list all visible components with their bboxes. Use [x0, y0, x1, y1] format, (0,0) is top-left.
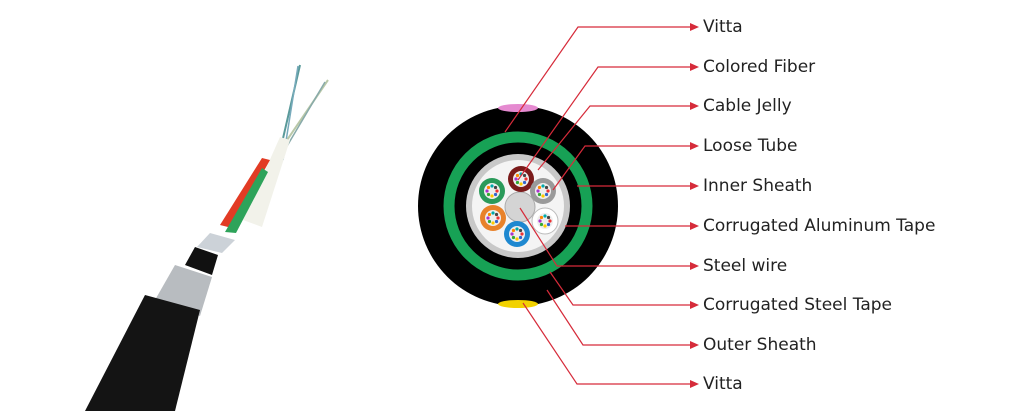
colored-fiber	[546, 222, 551, 227]
cross-section	[418, 104, 618, 308]
leader-line	[517, 66, 692, 181]
colored-fiber	[511, 228, 516, 233]
arrow-head-icon	[690, 341, 699, 349]
colored-fiber	[541, 194, 545, 198]
leader-line	[549, 271, 692, 306]
arrow-head-icon	[690, 380, 699, 388]
colored-fiber	[518, 235, 523, 240]
colored-fiber	[524, 177, 528, 181]
colored-fiber	[537, 192, 542, 197]
colored-fiber	[493, 185, 498, 190]
leader-line	[552, 145, 692, 191]
colored-fiber	[494, 219, 499, 224]
colored-fiber	[518, 228, 523, 233]
colored-fiber	[514, 177, 518, 181]
arrow-head-icon	[690, 262, 699, 270]
colored-fiber	[520, 232, 524, 236]
component-label: Vitta	[703, 17, 743, 37]
arrow-head-icon	[690, 102, 699, 110]
component-label: Vitta	[703, 374, 743, 394]
steel-wire	[504, 191, 536, 223]
leader-line	[522, 302, 692, 385]
colored-fiber	[538, 219, 542, 223]
colored-fiber	[511, 235, 516, 240]
colored-fiber	[543, 224, 547, 228]
component-label: Cable Jelly	[703, 96, 792, 116]
colored-fiber	[519, 182, 523, 186]
colored-fiber	[495, 189, 499, 193]
colored-fiber	[486, 216, 490, 220]
leader-line	[519, 207, 692, 267]
colored-fiber	[548, 219, 552, 223]
component-label: Steel wire	[703, 256, 788, 276]
colored-fiber	[485, 189, 489, 193]
colored-fiber	[490, 194, 494, 198]
colored-fiber	[487, 212, 492, 217]
colored-fiber	[522, 180, 527, 185]
arrow-head-icon	[690, 301, 699, 309]
cable-photo	[85, 64, 329, 411]
arrow-head-icon	[690, 222, 699, 230]
colored-fiber	[537, 185, 542, 190]
component-label: Outer Sheath	[703, 335, 817, 355]
inner-ring	[443, 131, 593, 281]
colored-fiber	[515, 173, 520, 178]
component-label: Colored Fiber	[703, 57, 816, 77]
colored-fiber	[539, 215, 544, 220]
colored-fiber	[491, 221, 495, 225]
leader-line	[537, 105, 692, 171]
colored-fiber	[544, 185, 549, 190]
colored-fiber	[515, 180, 520, 185]
colored-fiber	[536, 189, 540, 193]
bottom-vitta	[498, 300, 538, 308]
leader-line	[504, 26, 692, 133]
colored-fiber	[510, 232, 514, 236]
colored-fiber	[494, 212, 499, 217]
colored-fiber	[522, 173, 527, 178]
colored-fiber	[544, 192, 549, 197]
colored-fiber	[486, 192, 491, 197]
colored-fiber	[493, 192, 498, 197]
component-label: Inner Sheath	[703, 176, 813, 196]
colored-fiber	[490, 184, 494, 188]
component-label: Corrugated Steel Tape	[703, 295, 892, 315]
colored-fiber	[539, 222, 544, 227]
leader-line	[546, 289, 692, 346]
colored-fiber	[515, 227, 519, 231]
arrow-head-icon	[690, 142, 699, 150]
colored-fiber	[541, 184, 545, 188]
colored-fiber	[546, 215, 551, 220]
colored-fiber	[486, 185, 491, 190]
arrow-head-icon	[690, 182, 699, 190]
colored-fiber	[496, 216, 500, 220]
component-label: Corrugated Aluminum Tape	[703, 216, 936, 236]
colored-fiber	[543, 214, 547, 218]
top-vitta	[498, 104, 538, 112]
arrow-head-icon	[690, 23, 699, 31]
arrow-head-icon	[690, 63, 699, 71]
colored-fiber	[487, 219, 492, 224]
colored-fiber	[491, 211, 495, 215]
colored-fiber	[515, 237, 519, 241]
component-label: Loose Tube	[703, 136, 798, 156]
colored-fiber	[546, 189, 550, 193]
